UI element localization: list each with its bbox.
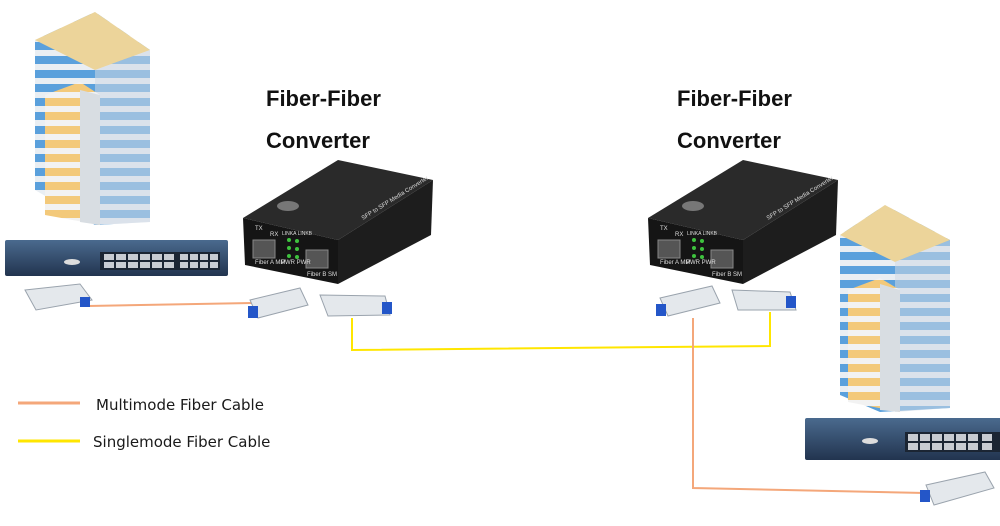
legend-singlemode-label: Singlemode Fiber Cable (93, 433, 270, 451)
ethernet-switch-left (5, 240, 228, 276)
media-converter-1: SFP to SFP Media Converter TX RX LINKA L… (243, 160, 433, 284)
led-labels: LINKA LINKB (282, 231, 313, 237)
converter-1-title-line2: Converter (266, 128, 370, 153)
converter-2-title-line1: Fiber-Fiber (677, 86, 792, 111)
sfp-module-converter1-a (248, 287, 309, 319)
singlemode-cable (351, 312, 771, 352)
sfp-module-converter1-b (319, 294, 392, 317)
port-a-label: Fiber A MM (660, 260, 690, 266)
sfp-module-switch-left (24, 283, 93, 311)
sfp-module-converter2-b (731, 289, 797, 311)
rx-label: RX (270, 232, 278, 238)
ethernet-switch-right (805, 418, 1000, 460)
port-b-label: Fiber B SM (307, 272, 337, 278)
tx-label: TX (660, 226, 668, 232)
media-converter-2: SFP to SFP Media Converter TX RX LINKA L… (648, 160, 838, 284)
multimode-cable-right (692, 318, 926, 494)
building-left (35, 12, 150, 225)
led-labels: LINKA LINKB (687, 231, 718, 237)
sfp-module-switch-right (920, 471, 995, 506)
multimode-cable-left (87, 302, 253, 307)
pwr-labels: PWR PWR (686, 260, 716, 266)
tx-label: TX (255, 226, 263, 232)
legend: Multimode Fiber Cable Singlemode Fiber C… (18, 396, 270, 451)
pwr-labels: PWR PWR (281, 260, 311, 266)
port-a-label: Fiber A MM (255, 260, 285, 266)
port-b-label: Fiber B SM (712, 272, 742, 278)
converter-2-title-line2: Converter (677, 128, 781, 153)
converter-1-title-line1: Fiber-Fiber (266, 86, 381, 111)
rx-label: RX (675, 232, 683, 238)
legend-multimode-label: Multimode Fiber Cable (96, 396, 264, 414)
building-right (840, 205, 950, 412)
sfp-module-converter2-a (656, 285, 721, 317)
